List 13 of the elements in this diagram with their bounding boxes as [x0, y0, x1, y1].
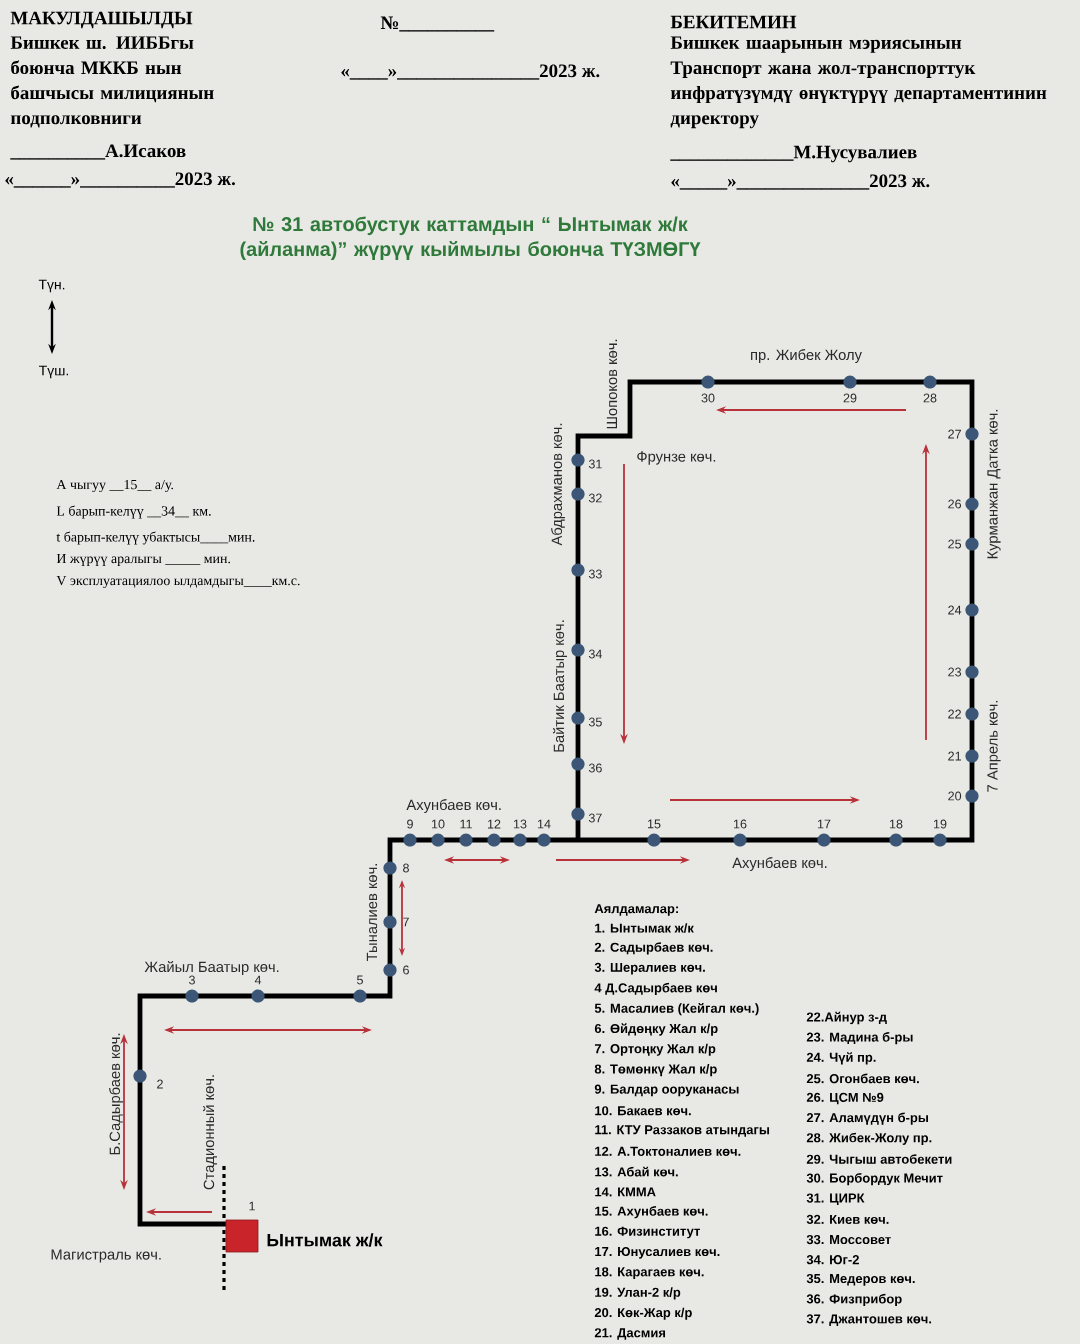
- signatory-text: Бишкек ш. ИИББгы боюнча МККБ нын башчысы милициянын подполковниги: [10, 36, 214, 128]
- signature-line: __________А.Исаков: [10, 144, 186, 160]
- document-number: №__________: [380, 16, 495, 32]
- terminal-name: Ынтымак ж/к: [267, 1233, 383, 1247]
- signature-line: _____________М.Нусувалиев: [670, 145, 917, 163]
- title: № 31 автобустук каттамдын “ Ынтымак ж/к (айланма)” жүрүү кыймылы боюнча ТҮЗМӨГҮ: [240, 216, 701, 261]
- date-line: «____»_______________2023 ж.: [341, 64, 600, 80]
- approval-heading: МАКУЛДАШЫЛДЫ: [10, 11, 193, 29]
- approval-heading: БЕКИТЕМИН: [670, 15, 797, 29]
- date-line: «______»__________2023 ж.: [5, 172, 235, 188]
- date-line: «_____»______________2023 ж.: [671, 174, 930, 190]
- signatory-text: Бишкек шаарынын мэриясынын Транспорт жана жол-транспорттук инфратүзүмдү өнүктүрүү департаментинин директору: [670, 36, 1047, 129]
- terminal-marker: [225, 1219, 259, 1253]
